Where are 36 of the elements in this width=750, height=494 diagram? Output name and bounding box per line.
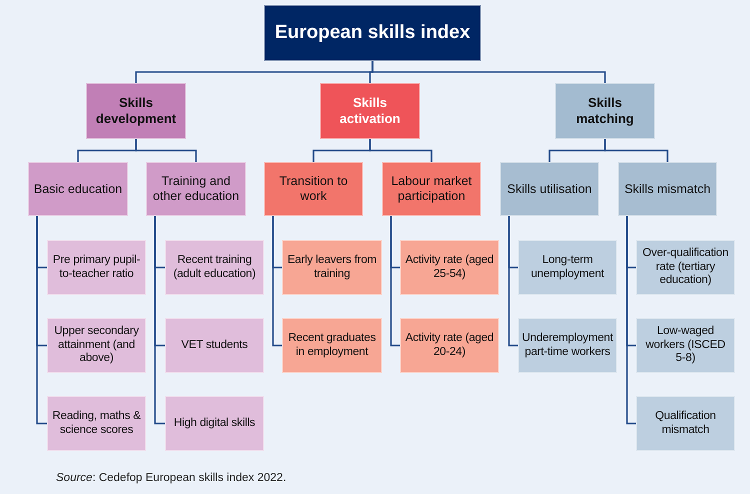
indicator-box: Recent training (adult education) xyxy=(165,240,264,295)
indicator-box: Long-term unemployment xyxy=(518,240,617,295)
indicator-box: Activity rate (aged 25-54) xyxy=(400,240,499,295)
connector-line xyxy=(626,216,636,424)
connector-line xyxy=(369,139,432,162)
connector-line xyxy=(135,139,197,162)
indicator-box: Over-qualification rate (tertiary education) xyxy=(636,240,735,295)
indicator-box: Underemployment part-time workers xyxy=(518,318,617,373)
connector-line xyxy=(390,216,400,346)
connector-line xyxy=(36,216,47,424)
subcategory-box: Training and other education xyxy=(146,162,246,216)
connector-line xyxy=(372,61,606,83)
source-caption: Source: Cedefop European skills index 2022. xyxy=(56,472,286,484)
indicator-box: Upper secondary attainment (and above) xyxy=(47,318,146,373)
indicator-box: Qualification mismatch xyxy=(636,396,735,451)
subcategory-box: Skills mismatch xyxy=(618,162,717,216)
subcategory-box: Basic education xyxy=(28,162,128,216)
indicator-box: Early leavers from training xyxy=(282,240,382,295)
indicator-box: Reading, maths & science scores xyxy=(47,396,146,451)
indicator-box: Activity rate (aged 20-24) xyxy=(400,318,499,373)
connector-line xyxy=(508,216,518,346)
connector-line xyxy=(604,139,668,162)
connector-line xyxy=(272,216,282,346)
indicator-box: Recent graduates in employment xyxy=(282,318,382,373)
category-box: Skills development xyxy=(86,83,186,139)
subcategory-box: Skills utilisation xyxy=(500,162,599,216)
title-box: European skills index xyxy=(264,5,481,61)
indicator-box: High digital skills xyxy=(165,396,264,451)
indicator-box: Low-waged workers (ISCED 5-8) xyxy=(636,318,735,373)
subcategory-box: Labour market participation xyxy=(382,162,481,216)
category-box: Skills activation xyxy=(320,83,420,139)
category-box: Skills matching xyxy=(555,83,655,139)
connector-line xyxy=(154,216,165,424)
indicator-box: Pre primary pupil-to-teacher ratio xyxy=(47,240,146,295)
indicator-box: VET students xyxy=(165,318,264,373)
subcategory-box: Transition to work xyxy=(264,162,363,216)
